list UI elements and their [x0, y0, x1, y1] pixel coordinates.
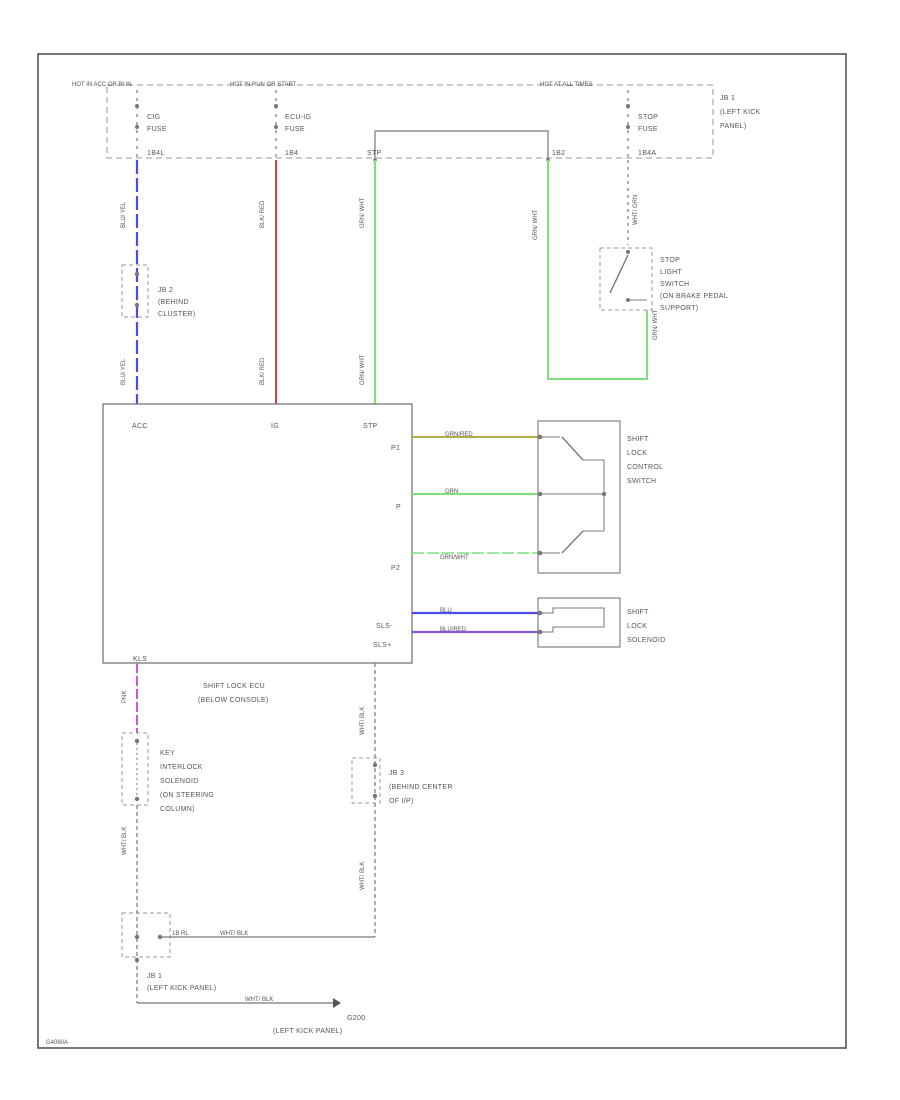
ecu-pin-stp: STP [363, 423, 378, 430]
key-interlock-solenoid [121, 732, 149, 806]
shift-lock-ecu [102, 403, 413, 664]
key-solenoid-label-2: INTERLOCK [160, 764, 203, 771]
wire-label-blu-bot: BLU/ YEL [121, 358, 127, 385]
svg-text:1B4A: 1B4A [638, 150, 656, 157]
stop-switch-label-4: (ON BRAKE PEDAL [660, 293, 728, 300]
wire-label-grn-bot: GRN/ WHT [360, 354, 366, 385]
green-wire-stop-loop [547, 160, 648, 380]
terminal-mid: 1B2 [552, 150, 565, 157]
ecu-pin-p: P [396, 504, 401, 511]
terminal-stp: STP [367, 150, 382, 157]
svg-text:1B4L: 1B4L [147, 150, 165, 157]
control-switch-label-2: LOCK [627, 450, 647, 457]
control-switch-label-4: SWITCH [627, 478, 656, 485]
solenoid-label-2: LOCK [627, 623, 647, 630]
diagram-frame [37, 53, 847, 1049]
svg-text:FUSE: FUSE [147, 126, 167, 133]
svg-text:FUSE: FUSE [638, 126, 658, 133]
jb1-bottom-label-2: (LEFT KICK PANEL) [147, 985, 216, 992]
jb1-bottom-label-1: JB 1 [147, 973, 162, 980]
wire-label-key-mid: WHT/ BLK [122, 827, 128, 855]
hot-label-mid: HOT IN RUN OR START [230, 82, 297, 88]
key-solenoid-label-5: COLUMN) [160, 806, 195, 813]
wire-label-jb3-top: WHT/ BLK [360, 707, 366, 735]
stop-switch-label-2: LIGHT [660, 269, 683, 276]
jb1-label-1: JB 1 [720, 95, 735, 102]
wire-label-stop-bot: GRN/ WHT [653, 309, 659, 340]
figure-id: G4060A [46, 1040, 68, 1046]
key-solenoid-label-4: (ON STEERING [160, 792, 214, 799]
ecu-pin-sls-plus: SLS+ [373, 642, 392, 649]
wire-label-p1: GRN/RED [445, 432, 473, 438]
jb3-label-1: JB 3 [389, 770, 404, 777]
wire-label-blk-top: BLK/ RED [260, 200, 266, 228]
jb1-bottom-box [121, 912, 171, 958]
solenoid-label-1: SHIFT [627, 609, 649, 616]
wire-label-sls-minus: BLU [440, 608, 452, 614]
wire-label-blk-bot: BLK/ RED [260, 357, 266, 385]
ground-arrow-icon [333, 998, 341, 1008]
shift-lock-control-switch [537, 420, 621, 574]
hot-label-left: HOT IN ACC OR RUN [72, 82, 132, 88]
ecu-pin-p2: P2 [391, 565, 400, 572]
stop-switch-label-5: SUPPORT) [660, 305, 698, 312]
wire-label-blu-top: BLU/ YEL [121, 201, 127, 228]
wire-label-jb3-bot: WHT/ BLK [360, 862, 366, 890]
ecu-label-2: (BELOW CONSOLE) [198, 697, 269, 704]
svg-text:ECU-IG: ECU-IG [285, 114, 311, 121]
jb2-label-2: (BEHIND [158, 299, 189, 306]
svg-text:CIG: CIG [147, 114, 160, 121]
key-solenoid-label-3: SOLENOID [160, 778, 199, 785]
terminal-1b: 1B RL [172, 931, 189, 937]
shift-lock-solenoid [537, 597, 621, 648]
stop-light-switch [599, 247, 653, 311]
jb2-box [121, 264, 149, 318]
ecu-pin-p1: P1 [391, 445, 400, 452]
ecu-ig-fuse: ECU-IG FUSE 1B4 [274, 90, 311, 160]
jb1-label-3: PANEL) [720, 123, 747, 130]
jb3-label-2: (BEHIND CENTER [389, 784, 453, 791]
ground-id: G200 [347, 1015, 365, 1022]
svg-text:1B4: 1B4 [285, 150, 298, 157]
ground-location: (LEFT KICK PANEL) [273, 1028, 342, 1035]
key-solenoid-label-1: KEY [160, 750, 175, 757]
wire-label-p2: GRN/WHT [440, 555, 469, 561]
ecu-pin-ig: IG [271, 423, 279, 430]
jb3-label-3: OF I/P) [389, 798, 414, 805]
jb3-box [351, 757, 381, 804]
svg-text:STOP: STOP [638, 114, 658, 121]
control-switch-label-3: CONTROL [627, 464, 663, 471]
ecu-pin-acc: ACC [132, 423, 148, 430]
ecu-label-1: SHIFT LOCK ECU [203, 683, 265, 690]
jb2-label-1: JB 2 [158, 287, 173, 294]
ecu-pin-sls-minus: SLS- [376, 623, 393, 630]
stp-jumper [374, 130, 549, 160]
solenoid-label-3: SOLENOID [627, 637, 666, 644]
wire-label-ground: WHT/ BLK [245, 997, 273, 1003]
ecu-pin-kls: KLS [133, 656, 147, 663]
stop-switch-label-3: SWITCH [660, 281, 689, 288]
jb2-label-3: CLUSTER) [158, 311, 195, 318]
cig-fuse: CIG FUSE 1B4L [135, 90, 167, 160]
stop-switch-label-1: STOP [660, 257, 680, 264]
jb1-dashed-box [106, 84, 714, 159]
stop-fuse: STOP FUSE 1B4A [626, 90, 658, 160]
wire-label-key-top: PNK [122, 691, 128, 703]
svg-text:FUSE: FUSE [285, 126, 305, 133]
wire-label-p: GRN [445, 489, 458, 495]
wire-label-sls-plus: BLU/RED [440, 627, 467, 633]
jb1-label-2: (LEFT KICK [720, 109, 761, 116]
control-switch-label-1: SHIFT [627, 436, 649, 443]
wire-label-grn-top: GRN/ WHT [360, 197, 366, 228]
wire-label-grn-right: GRN/ WHT [533, 209, 539, 240]
hot-label-right: HOT AT ALL TIMES [540, 82, 593, 88]
wire-label-bottom-run: WHT/ BLK [220, 931, 248, 937]
wire-label-stop-top: WHT/ GRN [633, 195, 639, 225]
